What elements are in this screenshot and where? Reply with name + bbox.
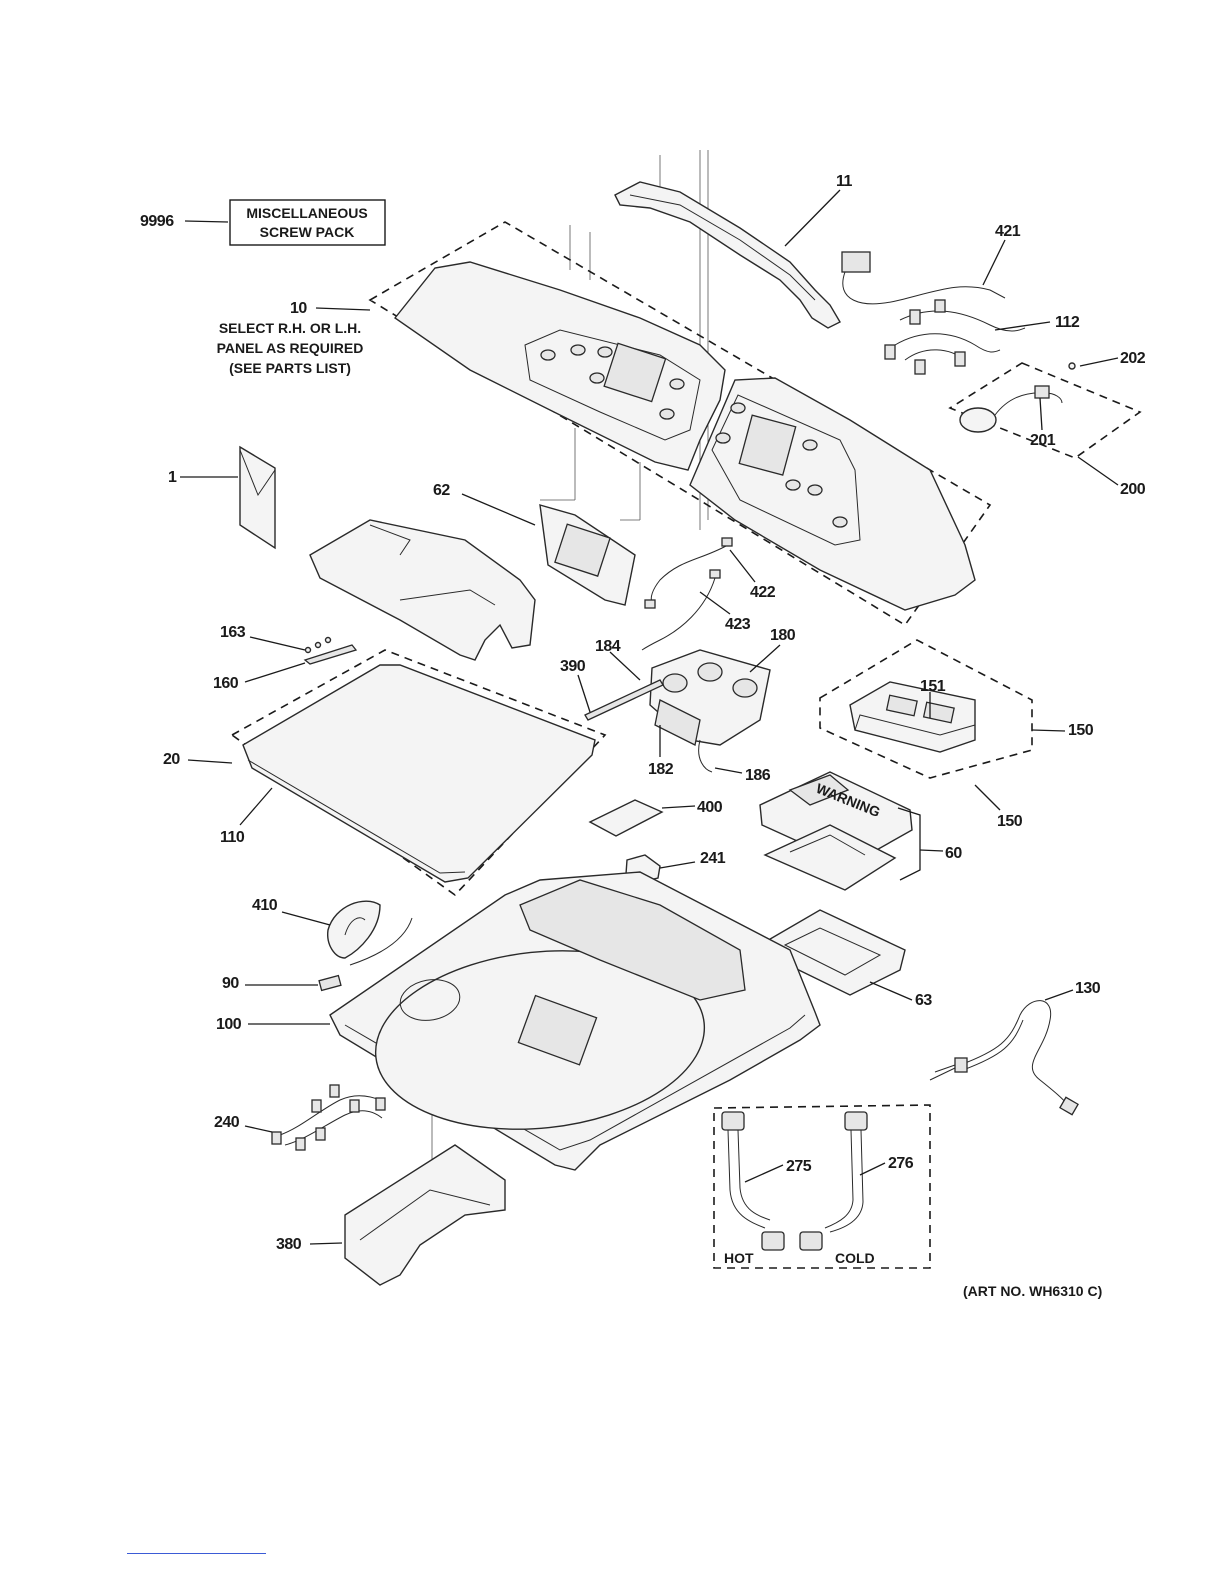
part-60-machine-control-board: WARNING 60 <box>760 772 962 890</box>
callout-151: 151 <box>920 678 946 695</box>
callout-390: 390 <box>560 658 586 675</box>
part-380-rear-shroud: 380 <box>276 1145 505 1285</box>
part-1-literature-envelope: 1 <box>168 447 275 548</box>
callout-9996: 9996 <box>140 213 174 230</box>
callout-241: 241 <box>700 850 726 867</box>
callout-380: 380 <box>276 1236 302 1253</box>
misc-screw-pack-group: MISCELLANEOUS SCREW PACK 9996 <box>140 200 385 245</box>
part-275-276-fill-hoses: 275 HOT 276 COLD <box>714 1105 930 1268</box>
callout-150-right: 150 <box>1068 722 1094 739</box>
callout-276: 276 <box>888 1155 914 1172</box>
callout-240: 240 <box>214 1114 240 1131</box>
callout-112: 112 <box>1055 314 1080 331</box>
callout-163: 163 <box>220 624 246 641</box>
cold-label: COLD <box>835 1250 875 1266</box>
callout-275: 275 <box>786 1158 812 1175</box>
part-112-wire-harness: 112 <box>885 300 1080 374</box>
callout-410: 410 <box>252 897 278 914</box>
callout-110: 110 <box>220 829 245 846</box>
callout-202: 202 <box>1120 350 1146 367</box>
callout-130: 130 <box>1075 980 1101 997</box>
callout-160: 160 <box>213 675 239 692</box>
rear-cover-part <box>310 520 535 660</box>
part-130-power-cord: 130 <box>930 980 1101 1115</box>
callout-184: 184 <box>595 638 621 655</box>
callout-186: 186 <box>745 767 771 784</box>
callout-90: 90 <box>222 975 239 992</box>
callout-180: 180 <box>770 627 796 644</box>
callout-182: 182 <box>648 761 674 778</box>
callout-150-bottom: 150 <box>997 813 1023 830</box>
callout-400: 400 <box>697 799 723 816</box>
callout-60: 60 <box>945 845 962 862</box>
hot-label: HOT <box>724 1250 754 1266</box>
callout-421: 421 <box>995 223 1021 240</box>
callout-10: 10 <box>290 300 307 317</box>
part-400-dispenser-actuator: 400 <box>590 799 723 836</box>
art-number: (ART NO. WH6310 C) <box>963 1283 1102 1299</box>
misc-screw-pack-line2: SCREW PACK <box>260 224 355 240</box>
select-panel-line1: SELECT R.H. OR L.H. <box>219 320 361 336</box>
part-200-pressure-switch-group: 202 201 200 <box>950 350 1146 498</box>
select-panel-line2: PANEL AS REQUIRED <box>217 340 364 356</box>
callout-422: 422 <box>750 584 776 601</box>
callout-201: 201 <box>1030 432 1056 449</box>
part-240-wire-harness: 240 <box>214 1085 385 1150</box>
callout-62: 62 <box>433 482 450 499</box>
footer-divider <box>127 1553 266 1554</box>
callout-1: 1 <box>168 469 177 486</box>
select-panel-line3: (SEE PARTS LIST) <box>229 360 351 376</box>
callout-20: 20 <box>163 751 180 768</box>
part-163-160-lid-hinge: 163 160 <box>213 624 356 692</box>
part-422-423-wires: 422 423 <box>642 538 776 650</box>
callout-200: 200 <box>1120 481 1146 498</box>
callout-11: 11 <box>836 173 853 190</box>
part-180-water-valve-assembly: 180 184 390 182 186 <box>560 627 796 784</box>
part-421-wire-harness: 421 <box>842 223 1021 304</box>
callout-63: 63 <box>915 992 932 1009</box>
callout-423: 423 <box>725 616 751 633</box>
callout-100: 100 <box>216 1016 242 1033</box>
misc-screw-pack-line1: MISCELLANEOUS <box>246 205 367 221</box>
